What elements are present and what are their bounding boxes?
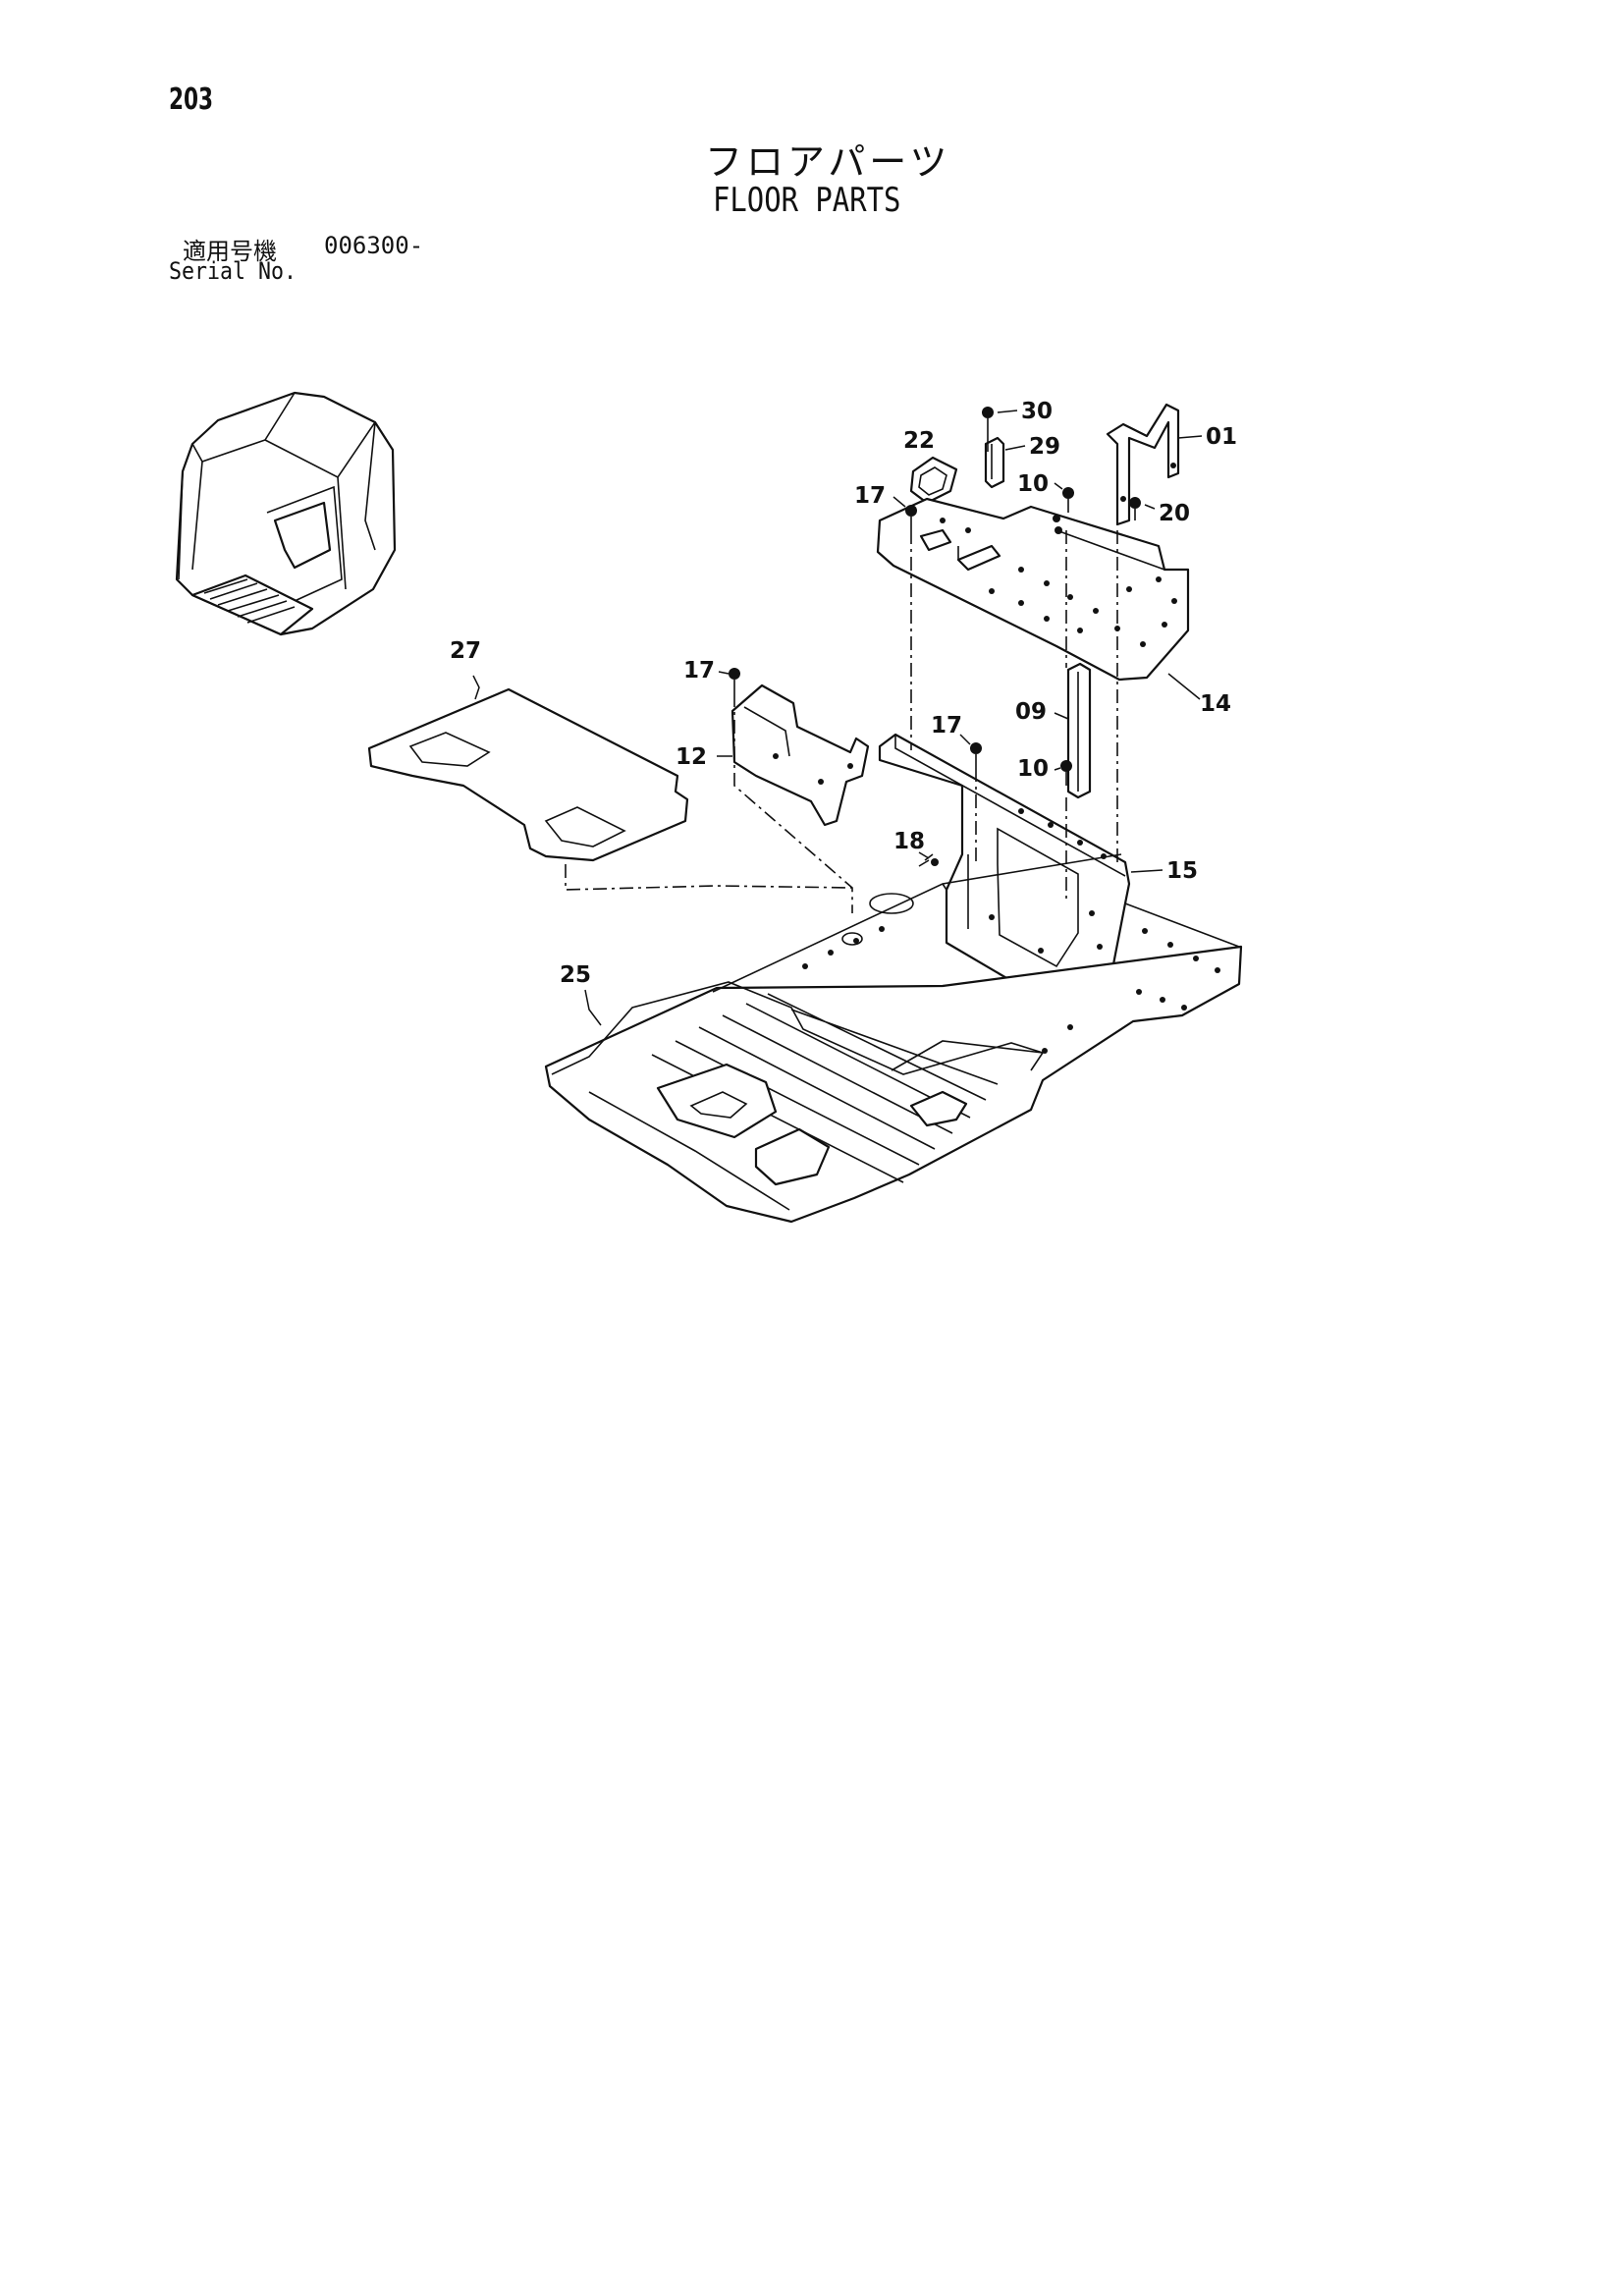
bolt-18 — [918, 853, 939, 867]
part-12-side-panel — [730, 683, 870, 827]
page-title-japanese: フロアパーツ — [705, 140, 951, 184]
part-01-bracket — [1106, 403, 1180, 526]
serial-number-value: 006300- — [324, 232, 424, 259]
callout-01: 01 — [1206, 424, 1237, 450]
fasteners — [729, 407, 1141, 867]
bolt-17-mid — [970, 742, 982, 768]
callout-27: 27 — [450, 638, 481, 664]
callout-18: 18 — [893, 829, 925, 854]
callout-25: 25 — [560, 962, 591, 988]
callout-10-low: 10 — [1017, 756, 1049, 782]
assembly-lines — [565, 438, 1118, 913]
callout-15: 15 — [1166, 858, 1198, 884]
bolt-17-left — [729, 668, 740, 693]
part-27-floor-mat — [367, 687, 689, 862]
leader-lines — [472, 410, 1203, 1026]
bolt-10-low — [1060, 760, 1072, 786]
part-25-floor-pan — [544, 893, 1243, 1224]
part-14-upper-plate — [876, 497, 1190, 682]
part-29-strap — [984, 436, 1005, 489]
callout-17-top: 17 — [854, 483, 886, 509]
part-09-strap — [1066, 662, 1092, 799]
callout-09: 09 — [1015, 699, 1047, 725]
callout-29: 29 — [1029, 434, 1060, 460]
bolt-10-top — [1062, 487, 1074, 513]
serial-label-japanese: 適用号機 — [183, 238, 277, 265]
bolt-17-top — [905, 505, 917, 530]
bolt-30 — [982, 407, 994, 438]
callout-10-top: 10 — [1017, 471, 1049, 497]
bolt-20 — [1129, 497, 1141, 520]
callout-22: 22 — [903, 428, 935, 454]
serial-label: Serial No. — [169, 257, 298, 285]
callout-17-mid: 17 — [931, 713, 962, 738]
part-22-grommet — [909, 456, 958, 505]
callout-12: 12 — [676, 744, 707, 770]
floor-base-plate — [712, 853, 1240, 993]
callout-30: 30 — [1021, 399, 1053, 424]
callout-14: 14 — [1200, 691, 1231, 717]
callout-20: 20 — [1159, 501, 1190, 526]
bracket-nuts — [1053, 515, 1062, 534]
callout-17-left: 17 — [683, 658, 715, 683]
page-number: 203 — [169, 82, 214, 117]
page-title: FLOOR PARTS — [713, 181, 901, 220]
callout-labels: 30 22 29 01 17 10 20 27 17 14 09 17 12 1… — [450, 399, 1237, 988]
cab-reference-thumbnail — [175, 391, 397, 636]
